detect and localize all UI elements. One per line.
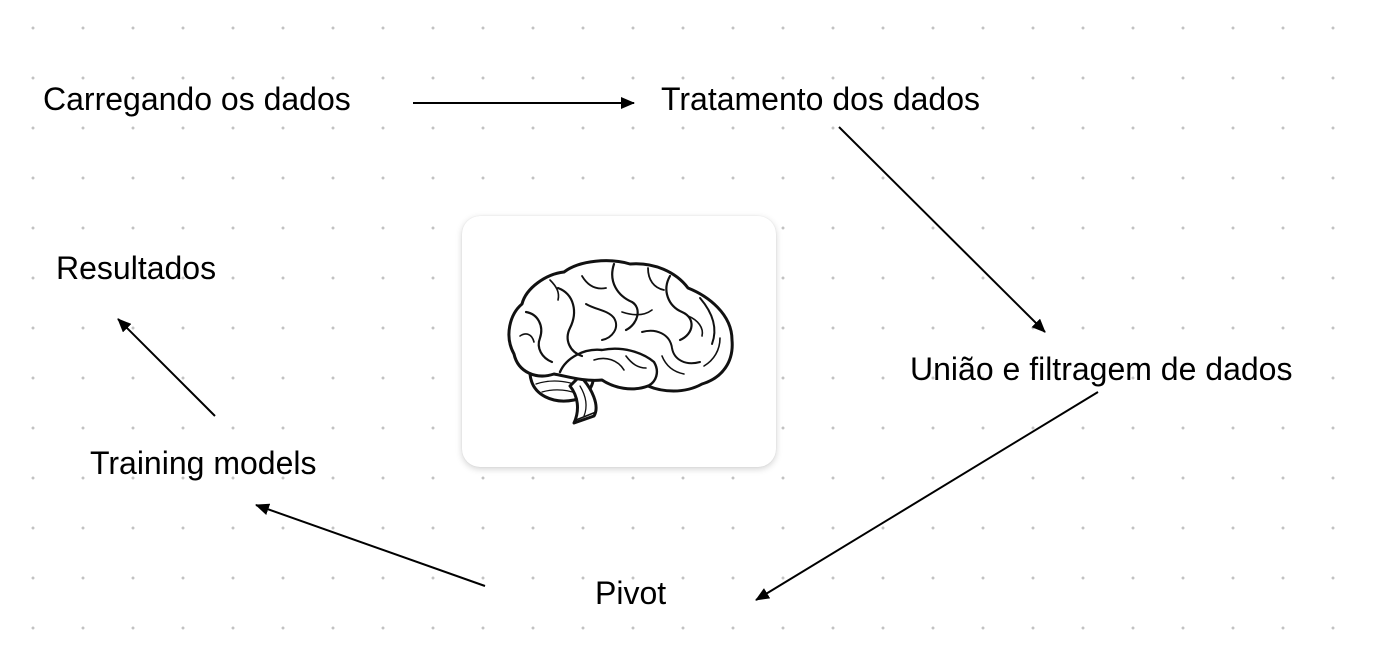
brain-icon — [507, 259, 734, 425]
node-tratamento-dos-dados: Tratamento dos dados — [661, 81, 980, 117]
node-carregando-os-dados: Carregando os dados — [43, 81, 351, 117]
node-resultados: Resultados — [56, 250, 217, 286]
brain-image-card — [462, 216, 776, 467]
node-uniao-e-filtragem: União e filtragem de dados — [910, 351, 1293, 387]
edge-uniao-to-pivot — [755, 391, 1099, 601]
node-pivot: Pivot — [595, 575, 667, 611]
edge-training-to-resultados — [117, 318, 216, 417]
edge-tratamento-to-uniao — [838, 126, 1046, 333]
node-training-models: Training models — [90, 445, 317, 481]
edge-pivot-to-training — [255, 503, 486, 587]
